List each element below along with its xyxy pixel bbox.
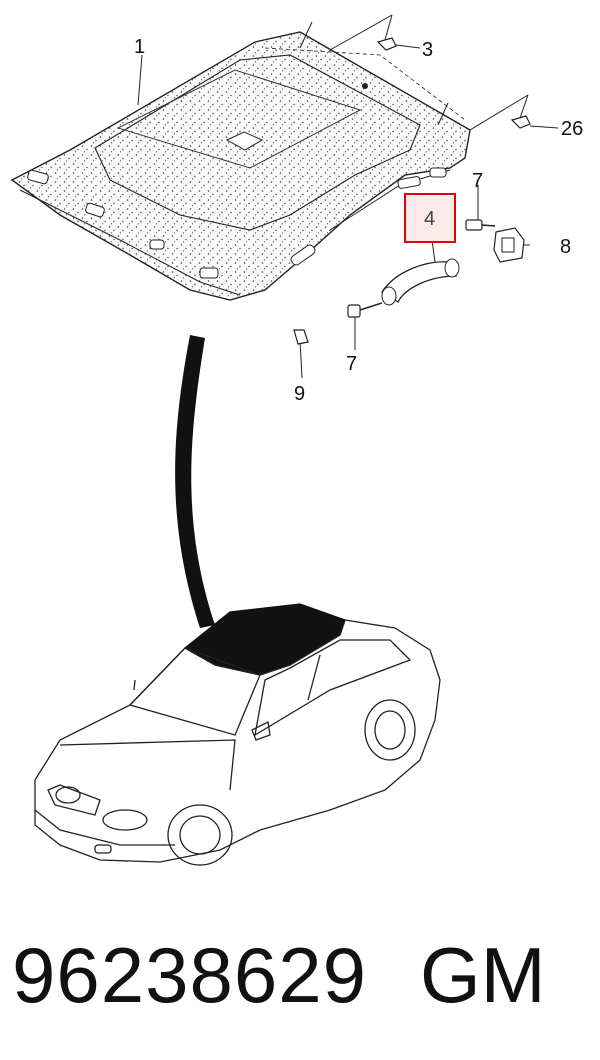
clip-part-3: [376, 37, 421, 51]
car-illustration: [34, 603, 441, 866]
callout-3: 3: [422, 39, 433, 61]
leader-lines: [137, 14, 530, 379]
screw-part-7-upper: [465, 219, 496, 231]
headliner-panel: [10, 31, 471, 301]
location-pointer: [175, 335, 215, 628]
callout-7-upper: 7: [472, 170, 483, 192]
footer: 96238629 GM: [0, 925, 600, 1035]
callout-7-lower: 7: [346, 353, 357, 375]
brand-name: GM: [420, 931, 546, 1019]
callout-26: 26: [561, 118, 583, 140]
callout-9: 9: [294, 383, 305, 405]
clip-part-9: [293, 329, 309, 345]
screw-part-7-lower: [347, 302, 383, 318]
highlight-box: [404, 193, 456, 243]
bracket-part-8: [493, 227, 525, 263]
assist-grip-part-4: [381, 258, 460, 306]
callout-1: 1: [134, 36, 145, 58]
parts-diagram: 1 3 26 7 4 8 7 9: [10, 14, 583, 866]
part-number: 96238629: [12, 931, 368, 1019]
callout-4: 4: [424, 208, 435, 230]
clip-part-26: [510, 115, 559, 129]
callout-8: 8: [560, 236, 571, 258]
